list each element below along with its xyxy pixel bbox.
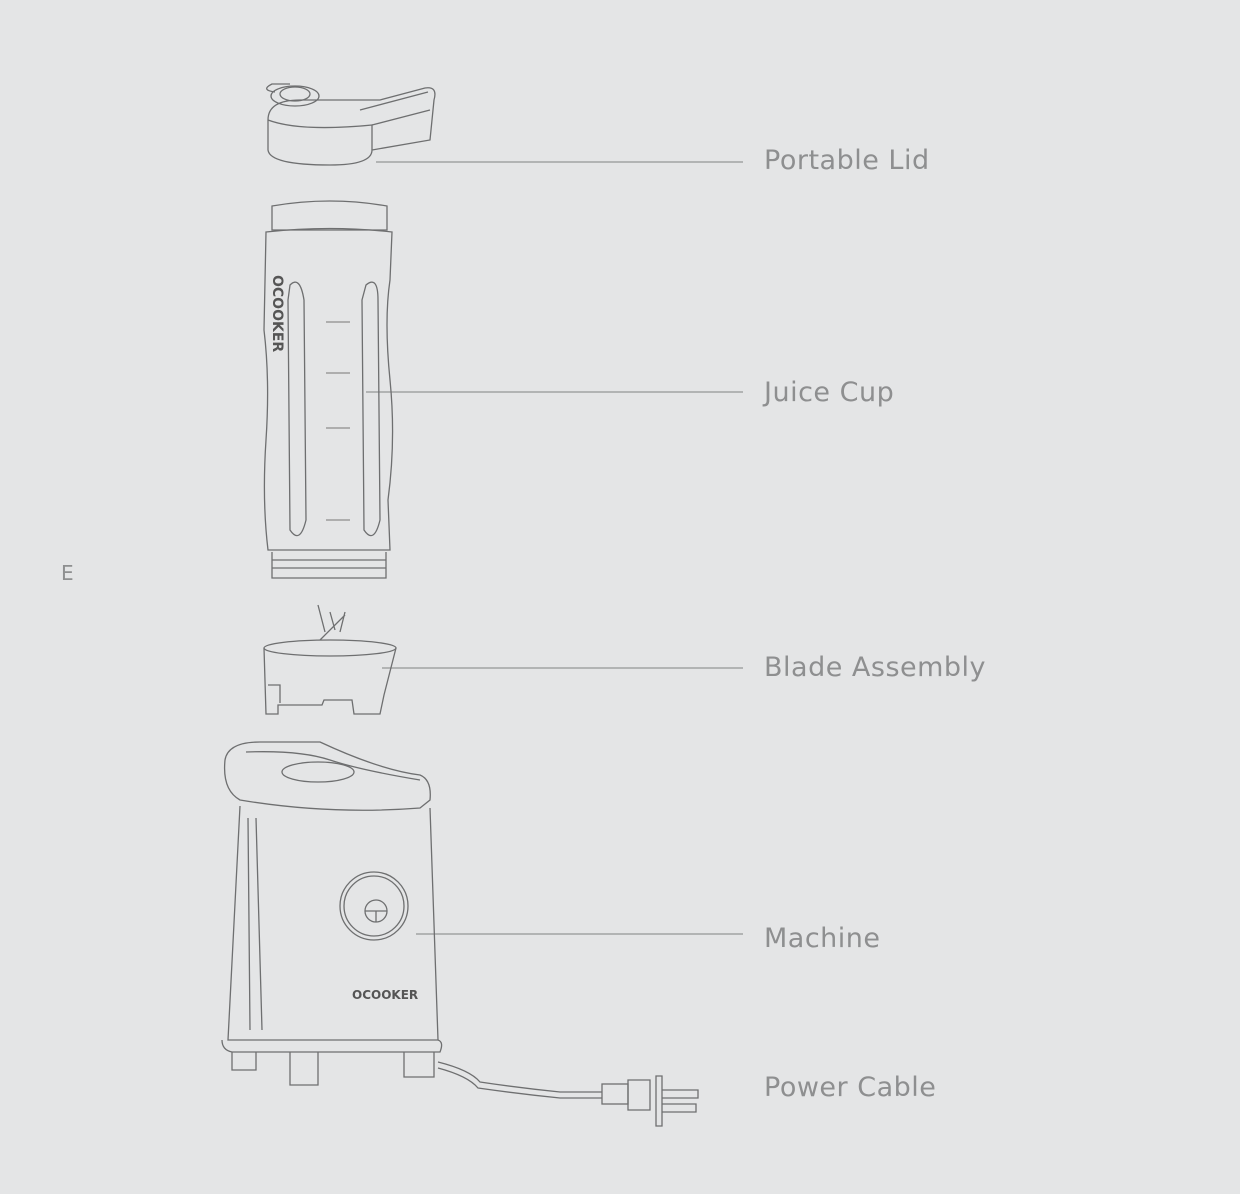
label-machine: Machine [764,923,881,954]
juice-cup-drawing: OCOOKER [263,200,394,579]
machine-drawing: OCOOKER [221,741,443,1086]
blade-assembly-drawing [263,604,397,715]
label-power-cable: Power Cable [764,1072,937,1103]
portable-lid-drawing [266,83,436,166]
power-cable-drawing [437,1061,699,1127]
label-portable-lid: Portable Lid [764,145,930,176]
machine-brand-text: OCOOKER [352,988,418,1002]
leader-lines [366,161,743,935]
label-blade-assembly: Blade Assembly [764,652,987,683]
label-juice-cup: Juice Cup [764,377,895,408]
side-letter: E [61,561,74,585]
cup-brand-text: OCOOKER [269,275,285,352]
